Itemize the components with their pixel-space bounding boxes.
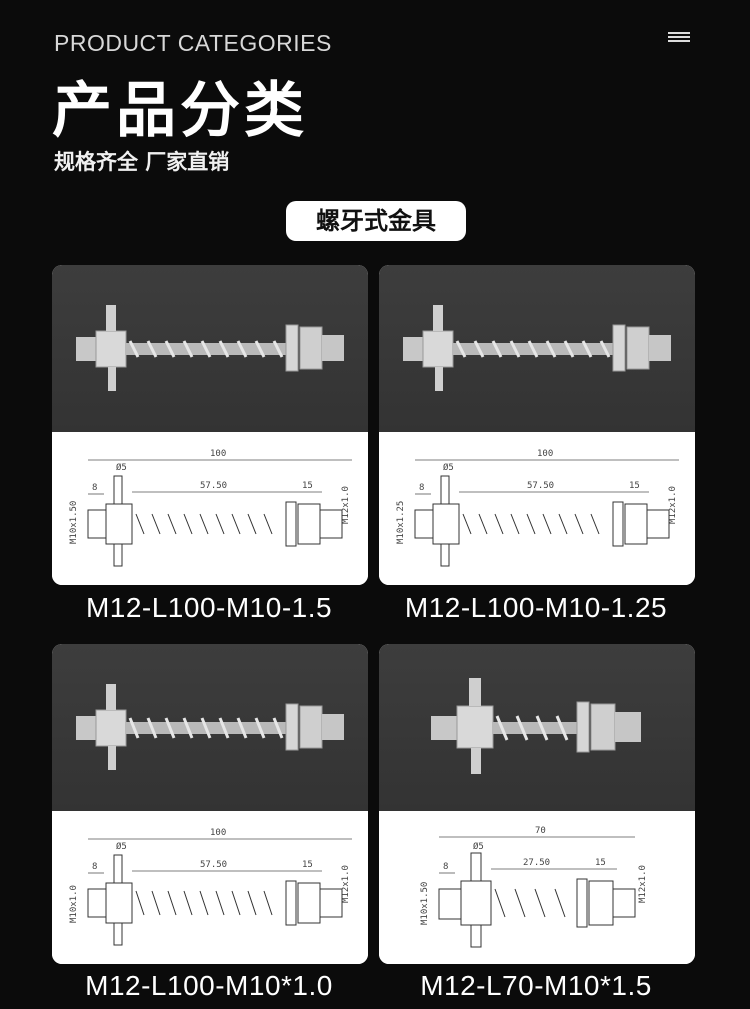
- product-card[interactable]: 70 8 Ø5 27.50 15 M10x1.50 M12x1.0: [379, 644, 695, 964]
- product-model-label: M12-L100-M10-1.5: [85, 592, 333, 623]
- page-title: 产品分类: [52, 76, 308, 146]
- product-model-label: M12-L70-M10*1.5: [420, 970, 652, 1001]
- dim-nut: 15: [302, 860, 313, 870]
- dim-left-thread: M10x1.50: [69, 501, 79, 544]
- dim-tube: Ø5: [116, 462, 127, 473]
- dim-tube: Ø5: [443, 462, 454, 473]
- dim-left-thread: M10x1.50: [420, 882, 430, 925]
- product-card[interactable]: 100 8 Ø5 57.50 15 M10x1.0 M12x1.0: [52, 644, 368, 964]
- dim-tube: Ø5: [116, 841, 127, 852]
- dim-left-thread: M10x1.25: [396, 501, 406, 544]
- dim-nut: 15: [302, 481, 313, 491]
- page-subtitle: 规格齐全 厂家直销: [54, 150, 230, 174]
- dim-total: 70: [535, 826, 546, 836]
- dim-left-thread: M10x1.0: [69, 885, 79, 923]
- dim-spring: 57.50: [527, 481, 554, 491]
- product-card[interactable]: 100 8 Ø5 57.50 15 M10x1.25 M12x1.0: [379, 265, 695, 585]
- dim-spring: 27.50: [523, 858, 550, 868]
- menu-icon[interactable]: [668, 32, 690, 42]
- dim-offset: 8: [92, 483, 97, 493]
- dim-right-thread: M12x1.0: [668, 486, 678, 524]
- technical-drawing: 70 8 Ø5 27.50 15 M10x1.50 M12x1.0: [379, 811, 695, 964]
- dim-tube: Ø5: [473, 841, 484, 852]
- dim-right-thread: M12x1.0: [638, 865, 648, 903]
- product-photo: [379, 265, 695, 432]
- technical-drawing: 100 8 Ø5 57.50 15 M10x1.50 M12x1.0: [52, 432, 368, 585]
- technical-drawing: 100 8 Ø5 57.50 15 M10x1.0 M12x1.0: [52, 811, 368, 964]
- dim-spring: 57.50: [200, 860, 227, 870]
- product-card[interactable]: 100 8 Ø5 57.50 15 M10x1.50 M12x1.0: [52, 265, 368, 585]
- product-model-label: M12-L100-M10-1.25: [404, 592, 668, 623]
- section-label: 螺牙式金具: [286, 201, 466, 241]
- dim-nut: 15: [595, 858, 606, 868]
- product-photo: [52, 265, 368, 432]
- dim-total: 100: [210, 449, 226, 459]
- product-photo: [379, 644, 695, 811]
- product-photo: [52, 644, 368, 811]
- dim-total: 100: [537, 449, 553, 459]
- dim-total: 100: [210, 828, 226, 838]
- dim-offset: 8: [419, 483, 424, 493]
- technical-drawing: 100 8 Ø5 57.50 15 M10x1.25 M12x1.0: [379, 432, 695, 585]
- dim-offset: 8: [443, 862, 448, 872]
- eyebrow-text: PRODUCT CATEGORIES: [54, 30, 332, 56]
- dim-right-thread: M12x1.0: [341, 486, 351, 524]
- dim-right-thread: M12x1.0: [341, 865, 351, 903]
- dim-nut: 15: [629, 481, 640, 491]
- dim-spring: 57.50: [200, 481, 227, 491]
- product-model-label: M12-L100-M10*1.0: [85, 970, 333, 1001]
- dim-offset: 8: [92, 862, 97, 872]
